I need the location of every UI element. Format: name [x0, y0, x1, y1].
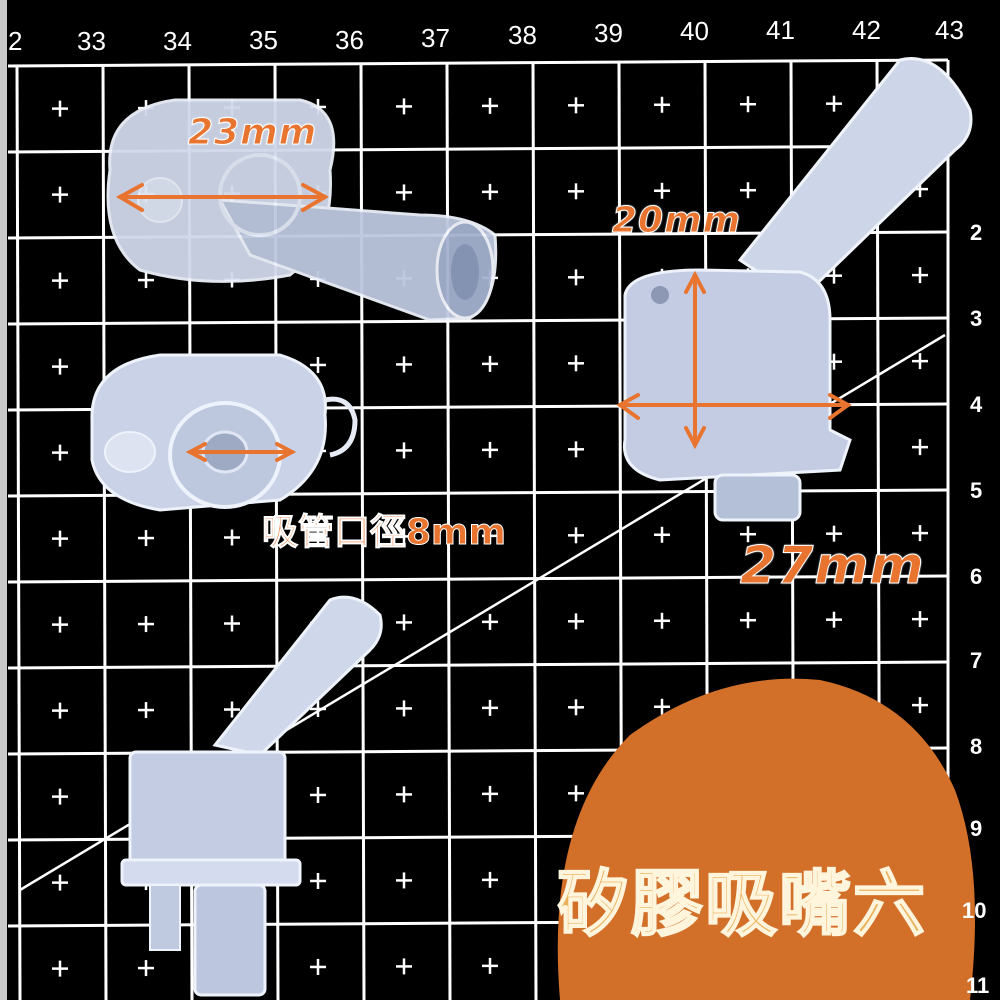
ruler-top-label: 38	[508, 20, 537, 50]
ruler-top-label: 40	[680, 16, 709, 46]
left-edge-strip	[0, 0, 7, 1000]
ruler-side-label: 3	[970, 306, 983, 331]
ruler-top-label: 39	[594, 18, 623, 48]
title-badge	[557, 678, 975, 1000]
ruler-side-label: 11	[966, 973, 990, 998]
ruler-top-label: 37	[421, 23, 450, 53]
ruler-side-label: 9	[970, 816, 983, 841]
ruler-side-label: 7	[970, 648, 983, 673]
ruler-side-label: 6	[970, 564, 983, 589]
ruler-side-label: 4	[970, 392, 983, 417]
mouthpiece-part-middle-left	[90, 353, 358, 512]
ruler-side-label: 8	[970, 734, 983, 759]
ruler-side-label: 5	[970, 478, 983, 503]
ruler-side-label: 10	[962, 898, 987, 923]
ruler-top-label: 2	[8, 26, 23, 56]
straw-diameter-label: 吸管口徑8mm	[261, 512, 507, 553]
width-label-23mm: 23mm	[187, 112, 318, 153]
ruler-top-label: 35	[249, 25, 278, 55]
width-label-27mm: 27mm	[740, 536, 925, 596]
height-label-20mm: 20mm	[611, 200, 742, 241]
ruler-top-label: 42	[852, 15, 881, 45]
mouthpiece-part-top-left	[106, 98, 498, 322]
mouthpiece-part-bottom-left	[120, 595, 383, 997]
product-title: 矽膠吸嘴六	[556, 862, 928, 946]
ruler-top-label: 36	[335, 25, 364, 55]
ruler-top-label: 34	[163, 26, 192, 56]
ruler-side-label: 2	[970, 220, 983, 245]
ruler-top-label: 33	[77, 26, 106, 56]
measurement-arrows	[115, 183, 852, 462]
ruler-top-label: 43	[935, 15, 964, 45]
mouthpiece-part-right	[622, 57, 973, 522]
ruler-top-label: 41	[766, 15, 795, 45]
